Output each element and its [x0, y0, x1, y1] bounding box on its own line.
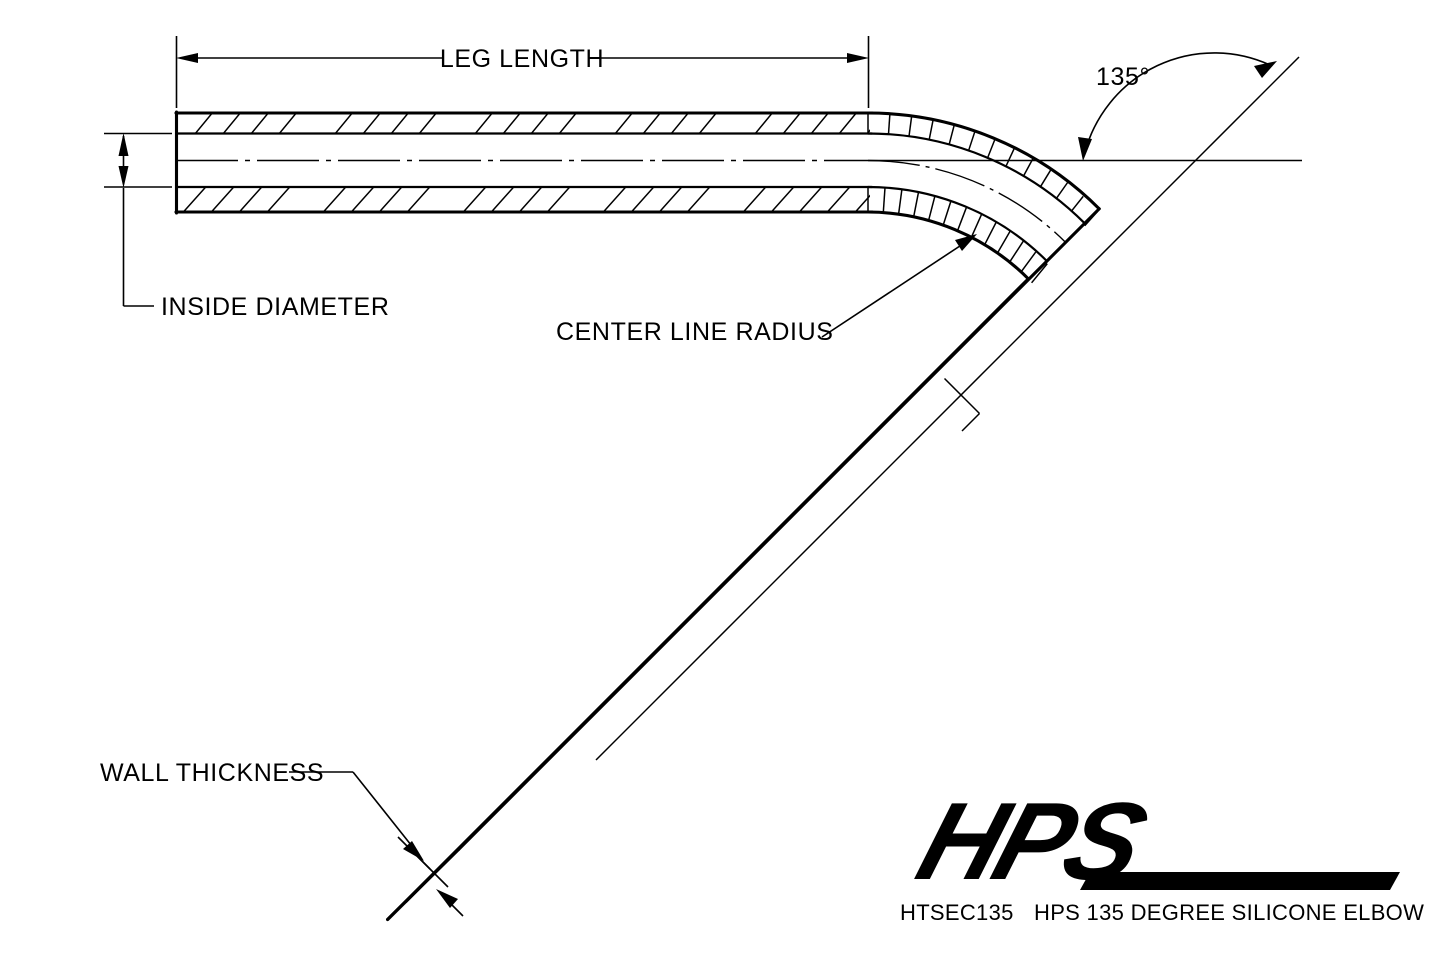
footer-description: HPS 135 DEGREE SILICONE ELBOW	[1034, 900, 1424, 925]
horizontal-leg	[174, 110, 874, 215]
leg-length-arrow-right	[847, 53, 869, 63]
inside-diameter-dimension: INSIDE DIAMETER	[104, 132, 389, 321]
hps-logo: HPS	[905, 779, 1400, 902]
wall-thickness-ext-2	[415, 854, 449, 888]
angle-label: 135°	[1096, 63, 1150, 91]
angled-axis-line	[595, 56, 1300, 761]
footer: HTSEC135 HPS 135 DEGREE SILICONE ELBOW	[900, 900, 1424, 925]
footer-part-number: HTSEC135	[900, 900, 1014, 925]
wall-thickness-leader-diagonal	[352, 771, 420, 856]
inside-dia-arrow-bottom	[118, 166, 129, 188]
axis-lines	[595, 56, 1302, 761]
wall-thickness-arrow-lower	[436, 889, 458, 908]
center-line-radius-dimension: CENTER LINE RADIUS	[556, 234, 977, 346]
leg-length-arrow-left	[176, 53, 198, 63]
bend-hatch-outer	[867, 113, 1099, 227]
angled-leg-end-face	[386, 847, 461, 922]
angled-leg	[386, 207, 1101, 922]
angle-arc	[1084, 52, 1271, 153]
center-line-radius-arrow	[955, 234, 977, 251]
wall-thickness-label: WALL THICKNESS	[100, 759, 324, 787]
hps-logo-underbar	[1080, 872, 1400, 890]
bend-outer-arc	[866, 111, 1101, 211]
bend-inner-arc-outer-side	[866, 132, 1086, 225]
bend-section	[866, 111, 1101, 432]
bend-hatch-inner	[867, 187, 1048, 284]
bend-tangent-markers	[943, 377, 981, 432]
bend-centerline-arc	[867, 159, 1067, 243]
section-hatch-top	[193, 112, 870, 134]
inside-dia-arrow-top	[118, 133, 129, 156]
inside-diameter-label: INSIDE DIAMETER	[161, 293, 389, 321]
section-hatch-bottom	[181, 186, 870, 213]
center-line-radius-leader	[821, 239, 970, 338]
wall-thickness-arrow-upper	[403, 841, 424, 861]
angle-arrow-angled	[1254, 61, 1277, 78]
leg-length-label: LEG LENGTH	[440, 45, 604, 73]
bend-concave-arc	[866, 210, 1030, 281]
wall-thickness-dimension: WALL THICKNESS	[100, 759, 464, 917]
angled-outer-wall-upper	[386, 277, 1030, 922]
leg-length-dimension: LEG LENGTH	[175, 36, 870, 108]
angle-dimension: 135°	[1078, 52, 1277, 161]
bend-inner-arc-inner-side	[866, 185, 1048, 263]
angle-arrow-horizontal	[1078, 137, 1092, 161]
center-line-radius-label: CENTER LINE RADIUS	[556, 318, 834, 346]
